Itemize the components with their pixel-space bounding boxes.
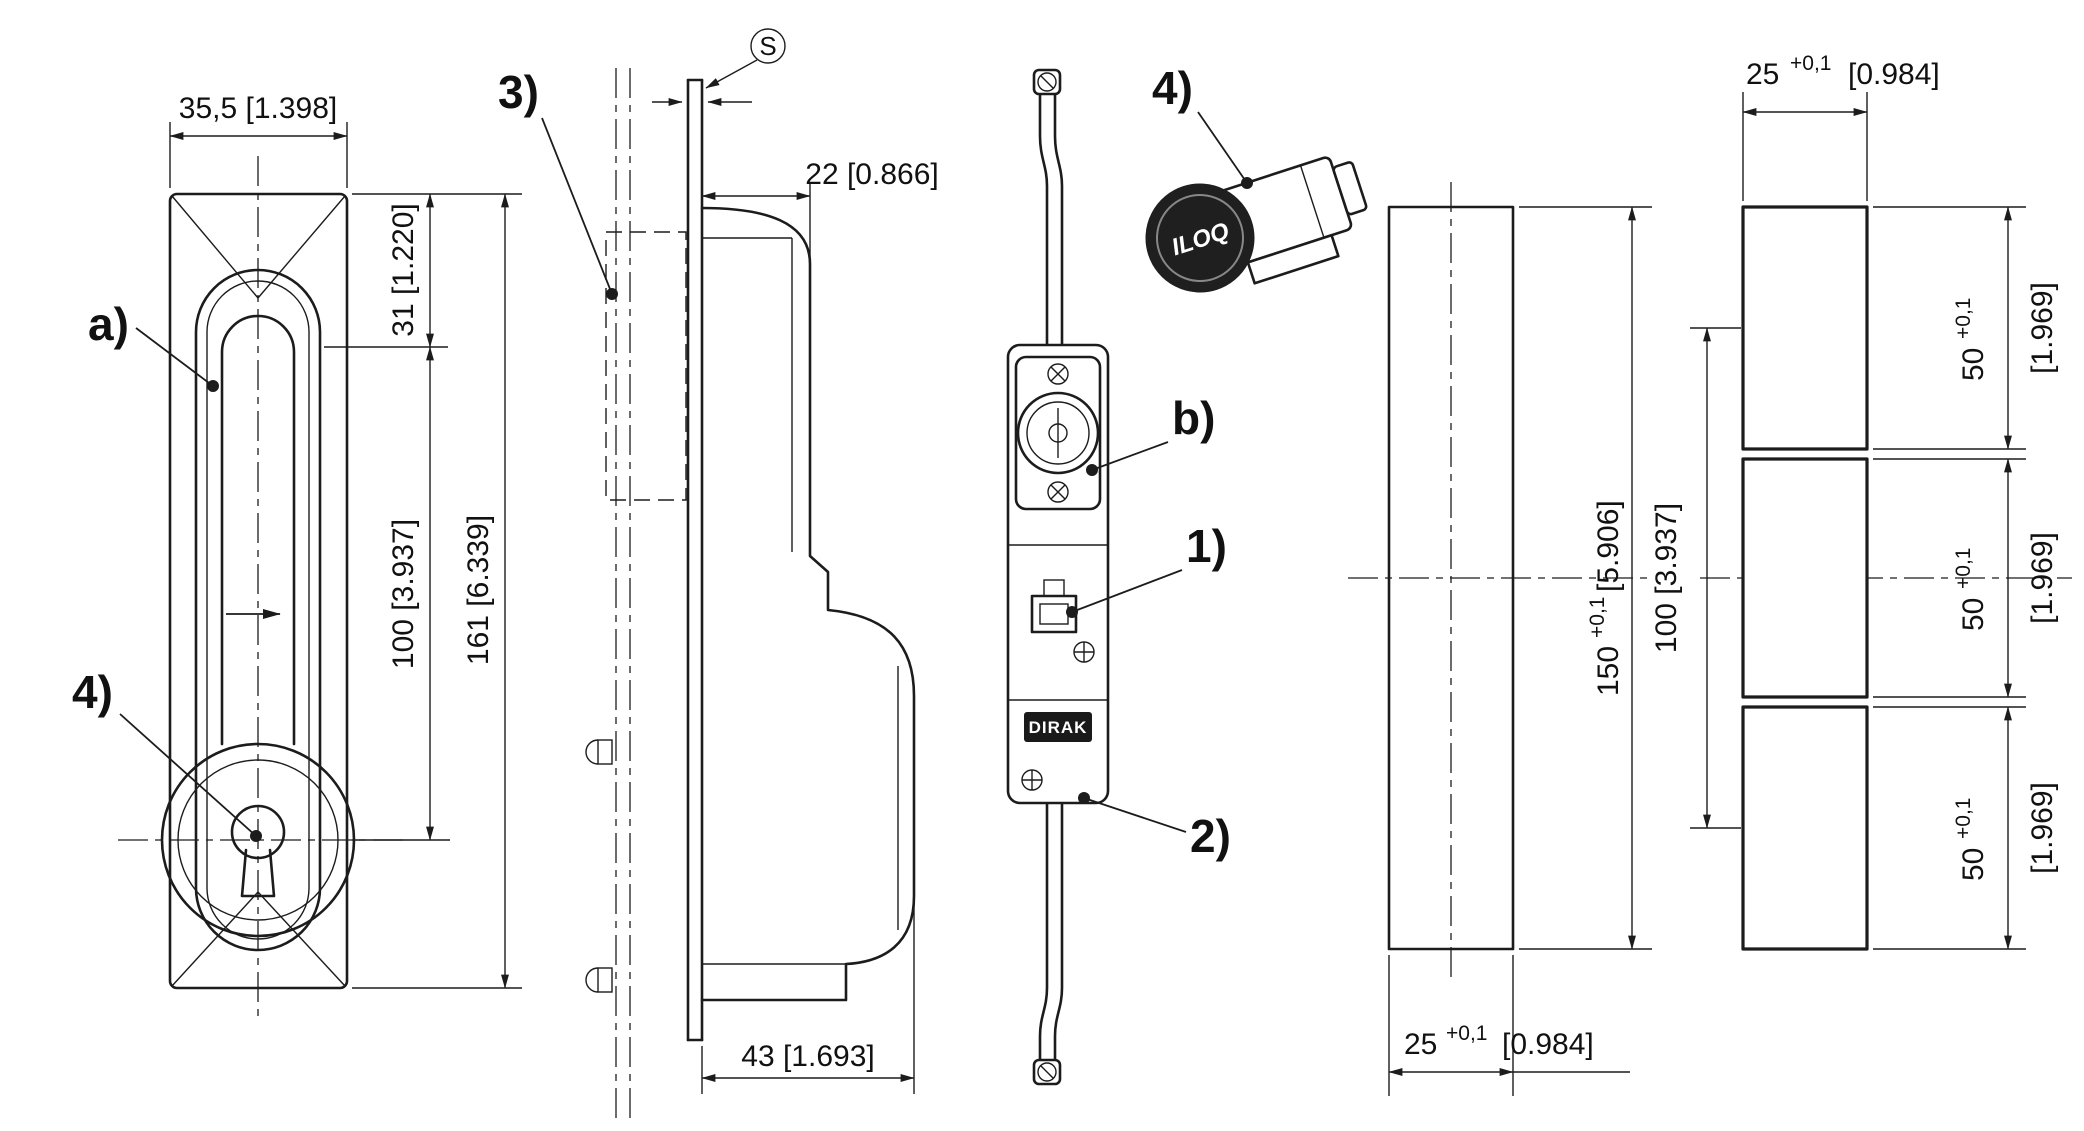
svg-text:[0.984]: [0.984] [1502, 1028, 1594, 1061]
dim-hole-centers: 100 [3.937] [1650, 503, 1683, 653]
svg-text:+0,1: +0,1 [1790, 52, 1831, 75]
dim-slot-width: 25 +0,1 [0.984] [1746, 52, 1940, 91]
leader-dot-3 [606, 288, 618, 300]
dim-slot-pitch-1-inch: [1.969] [2026, 282, 2059, 374]
slot-2 [1741, 457, 1869, 699]
label-1: 1) [1186, 520, 1227, 572]
handle-plate-outline [168, 192, 349, 990]
dim-depth-front: 22 [0.866] [805, 158, 938, 191]
dim-front-top: 31 [1.220] [387, 203, 420, 336]
hole-pattern-view: 25 +0,1 [0.984] 50 +0,1 [1.969] 50 +0,1 … [1741, 52, 2059, 951]
dim-slot-pitch-1: 50 +0,1 [1952, 298, 1990, 381]
body-screw-right-icon [1073, 641, 1095, 663]
leader-dot-4-front [250, 830, 262, 842]
dim-slot-pitch-3: 50 +0,1 [1952, 798, 1990, 881]
dim-depth-total: 43 [1.693] [741, 1040, 874, 1073]
leader-dot-2 [1078, 792, 1090, 804]
leader-dot-4-rear [1241, 177, 1253, 189]
mounting-pin-1 [585, 739, 613, 765]
bezel-screw-bottom-icon [1047, 481, 1069, 503]
svg-text:[5.906]: [5.906] [1592, 500, 1625, 592]
svg-text:+0,1: +0,1 [1952, 298, 1975, 339]
svg-text:25: 25 [1404, 1028, 1437, 1061]
leader-dot-1 [1066, 606, 1078, 618]
handle-grip [220, 314, 296, 746]
dim-front-center: 100 [3.937] [387, 519, 420, 669]
sheet-thickness-symbol [750, 28, 786, 64]
manufacturer-logo-box [1024, 712, 1092, 742]
svg-text:+0,1: +0,1 [1586, 597, 1609, 638]
cylinder-inset: ILOQ [1145, 156, 1368, 293]
svg-text:+0,1: +0,1 [1446, 1022, 1487, 1045]
mounting-pin-2 [585, 967, 613, 993]
svg-text:25: 25 [1746, 58, 1779, 91]
handle-recess-inner [206, 280, 310, 940]
slot-3 [1741, 705, 1869, 951]
rod-top-screw-icon [1037, 72, 1057, 92]
handle-side-profile [700, 206, 916, 1002]
label-2: 2) [1190, 810, 1231, 862]
label-4-rear: 4) [1152, 62, 1193, 114]
cylinder-face-inner [1026, 401, 1090, 465]
manufacturer-logo-text: DIRAK [1029, 718, 1088, 737]
sheet-thickness-letter: S [759, 31, 776, 61]
side-view: S 22 [0.866] 43 [1.693] 3) [498, 28, 939, 1118]
rear-view: DIRAK ILOQ 4) b) 1) 2) [1006, 62, 1368, 1086]
label-4-front: 4) [72, 666, 113, 718]
body-screw-left-icon [1021, 769, 1043, 791]
dim-slot-pitch-3-inch: [1.969] [2026, 782, 2059, 874]
label-3: 3) [498, 66, 539, 118]
front-view: 35,5 [1.398] 31 [1.220] 100 [3.937] 161 … [72, 92, 522, 1016]
leader-dot-b [1086, 464, 1098, 476]
svg-text:+0,1: +0,1 [1952, 548, 1975, 589]
leader-dot-a [207, 380, 219, 392]
cylinder-face-photo [1145, 183, 1255, 293]
adapter-hidden-outline [605, 231, 687, 501]
svg-text:50: 50 [1957, 598, 1990, 631]
bezel-screw-top-icon [1047, 363, 1069, 385]
label-a: a) [88, 298, 129, 350]
svg-text:150: 150 [1592, 646, 1625, 696]
dim-slot-pitch-2-inch: [1.969] [2026, 532, 2059, 624]
svg-text:[0.984]: [0.984] [1848, 58, 1940, 91]
keyhole-icon [230, 804, 286, 860]
lock-knob-inner [177, 759, 339, 921]
rod-bottom-screw-icon [1037, 1062, 1057, 1082]
dim-front-height: 161 [6.339] [462, 515, 495, 665]
svg-text:50: 50 [1957, 848, 1990, 881]
cutout-view: 150 +0,1 [5.906] 100 [3.937] 25 +0,1 [0.… [1348, 182, 2072, 1096]
handle-recess-outer [194, 268, 322, 952]
slot-1 [1741, 205, 1869, 451]
dim-slot-pitch-2: 50 +0,1 [1952, 548, 1990, 631]
label-b: b) [1172, 392, 1215, 444]
dim-front-width: 35,5 [1.398] [179, 92, 337, 125]
dim-cutout-height: 150 +0,1 [5.906] [1586, 500, 1625, 696]
dim-cutout-width: 25 +0,1 [0.984] [1404, 1022, 1594, 1061]
svg-text:+0,1: +0,1 [1952, 798, 1975, 839]
cylinder-face-outer [1016, 391, 1100, 475]
svg-text:50: 50 [1957, 348, 1990, 381]
